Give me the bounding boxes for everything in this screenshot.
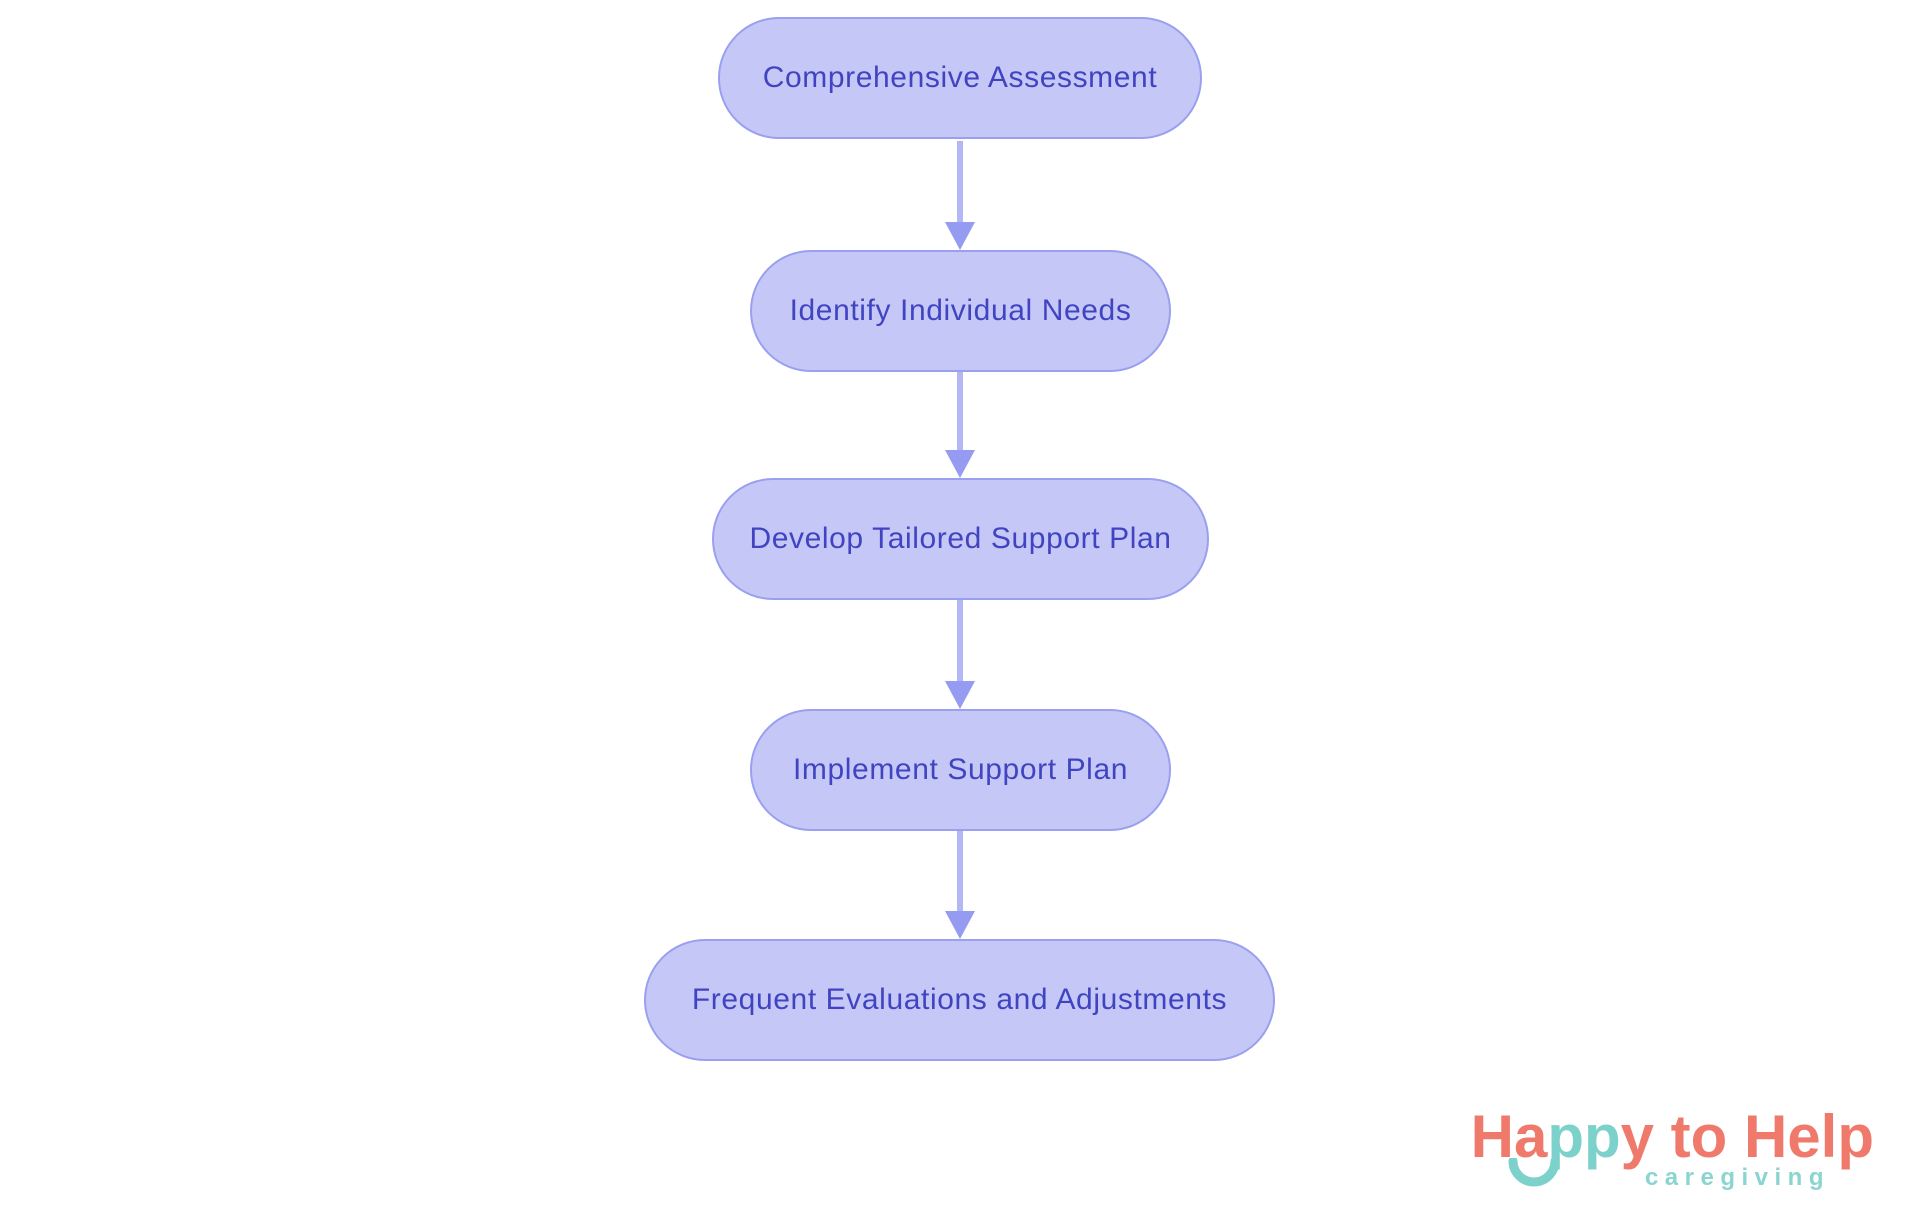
arrow-line [957,831,963,913]
flow-arrow-4 [942,831,978,939]
flow-node-frequent-evaluations-adjustments: Frequent Evaluations and Adjustments [644,939,1275,1061]
flow-arrow-3 [942,600,978,709]
flow-node-label: Implement Support Plan [792,753,1129,786]
flow-node-label: Frequent Evaluations and Adjustments [691,983,1228,1016]
arrow-line [957,372,963,452]
arrow-down-icon [945,911,975,939]
flow-arrow-2 [942,372,978,478]
flow-node-identify-individual-needs: Identify Individual Needs [750,250,1171,372]
flow-node-implement-support-plan: Implement Support Plan [750,709,1171,831]
logo-tagline: caregiving [1644,1164,1830,1191]
arrow-line [957,600,963,683]
arrow-down-icon [945,222,975,250]
arrow-down-icon [945,450,975,478]
brand-logo: Happy to Help caregiving [1424,1106,1874,1192]
flow-node-label: Develop Tailored Support Plan [749,522,1172,555]
flow-node-comprehensive-assessment: Comprehensive Assessment [718,17,1202,139]
logo-text-accent: pp [1547,1103,1621,1170]
logo-text-trailing: y to Help [1620,1103,1874,1170]
logo-wordmark: Happy to Help [1424,1103,1874,1187]
flow-node-label: Comprehensive Assessment [762,61,1158,94]
flow-node-develop-tailored-support-plan: Develop Tailored Support Plan [712,478,1209,600]
arrow-line [957,141,963,224]
arrow-down-icon [945,681,975,709]
logo-text-leading: Ha [1470,1103,1548,1170]
flow-node-label: Identify Individual Needs [789,294,1132,327]
flow-arrow-1 [942,141,978,250]
smile-icon [1508,1158,1560,1187]
